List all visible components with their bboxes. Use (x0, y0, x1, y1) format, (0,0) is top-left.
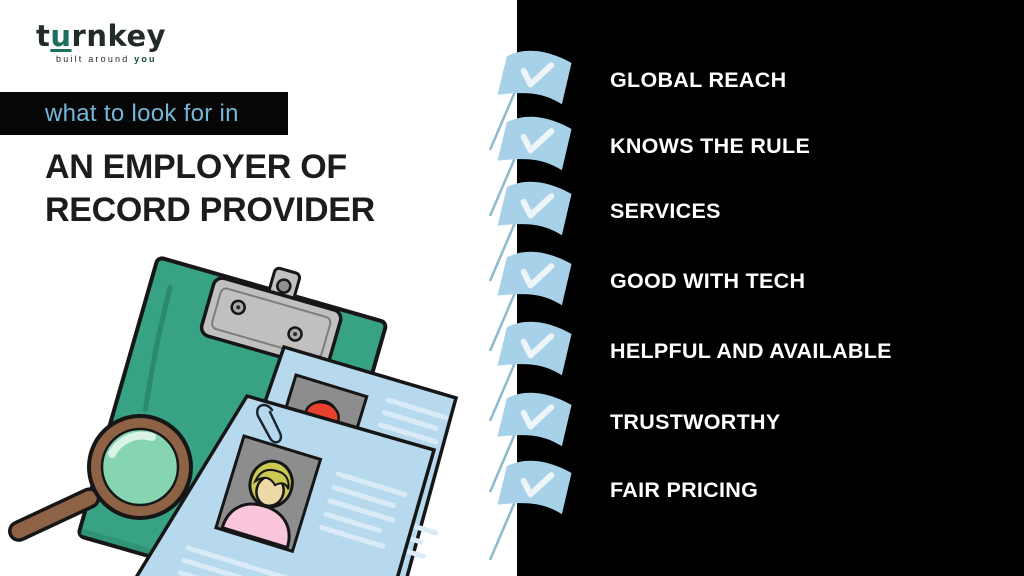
checklist-item-label: FAIR PRICING (610, 477, 759, 502)
checklist-row: SERVICES (517, 189, 721, 233)
checklist-item-label: SERVICES (610, 198, 721, 223)
checklist-row: GOOD WITH TECH (517, 259, 805, 303)
logo-tagline: built around you (56, 54, 157, 64)
logo-accent-u: u (50, 19, 72, 53)
check-flag-icon (483, 453, 583, 565)
title-line-2: RECORD PROVIDER (45, 191, 375, 229)
logo-wordmark: turnkey (36, 22, 166, 51)
checklist-row: HELPFUL AND AVAILABLE (517, 329, 892, 373)
woman-avatar (214, 434, 323, 554)
title-line-1: AN EMPLOYER OF (45, 148, 347, 186)
checklist-item-label: GOOD WITH TECH (610, 268, 806, 293)
logo-text-prefix: t (36, 19, 51, 53)
checklist-item-label: GLOBAL REACH (610, 67, 787, 92)
document-text-lines (319, 471, 408, 549)
document-text-lines (177, 545, 334, 576)
page-title: AN EMPLOYER OF RECORD PROVIDER (45, 146, 375, 232)
paperclip-icon (255, 403, 283, 444)
checklist-row: TRUSTWORTHY (517, 400, 781, 444)
kicker-banner: what to look for in (0, 92, 288, 135)
checklist-item-label: KNOWS THE RULE (610, 133, 811, 158)
magnifying-glass-icon (8, 414, 193, 542)
clipboard-illustration (8, 256, 459, 576)
right-panel: GLOBAL REACH KNOWS THE RULE SERVICES GOO… (517, 0, 1024, 576)
checklist-item-label: HELPFUL AND AVAILABLE (610, 338, 892, 363)
kicker-text: what to look for in (45, 99, 239, 127)
checklist-row: GLOBAL REACH (517, 58, 786, 102)
logo-text-suffix: rnkey (71, 19, 167, 53)
turnkey-logo: turnkey built around you (36, 22, 166, 65)
checklist-item-label: TRUSTWORTHY (610, 409, 781, 434)
checklist-row: KNOWS THE RULE (517, 124, 810, 168)
resume-document-front (134, 393, 437, 576)
clipboard-clip (199, 266, 343, 370)
checklist-row: FAIR PRICING (517, 468, 758, 512)
